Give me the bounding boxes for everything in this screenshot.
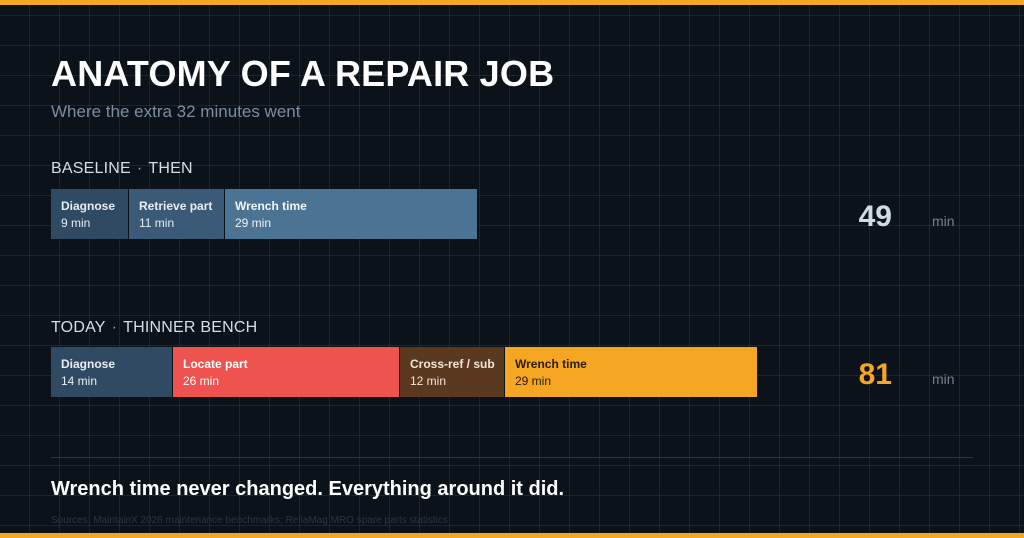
page-title: ANATOMY OF A REPAIR JOB (51, 53, 555, 94)
baseline-total: 49 (858, 200, 892, 233)
segment-label: Wrench time (235, 199, 307, 213)
segment-value: 9 min (61, 216, 91, 230)
separator-dot: · (136, 160, 143, 177)
baseline-total-unit: min (932, 213, 955, 229)
segment-label: Cross-ref / sub (410, 357, 495, 371)
page-subtitle: Where the extra 32 minutes went (51, 102, 301, 121)
segment-value: 29 min (515, 374, 552, 388)
segment-value: 14 min (61, 374, 98, 388)
segment-label: Diagnose (61, 199, 116, 213)
today-segment-locate-part: Locate part 26 min (173, 347, 400, 397)
segment-label: Diagnose (61, 357, 116, 371)
separator-dot: · (111, 319, 118, 336)
divider-line (51, 457, 973, 458)
today-total: 81 (858, 358, 892, 391)
today-label-right: THINNER BENCH (123, 319, 258, 336)
today-bar: Diagnose 14 min Locate part 26 min Cross-ref… (51, 347, 758, 397)
baseline-label-left: BASELINE (51, 160, 131, 177)
baseline-label-right: THEN (148, 160, 193, 177)
today-row-label: TODAY · THINNER BENCH (51, 319, 257, 337)
segment-label: Retrieve part (139, 199, 213, 213)
today-segment-diagnose: Diagnose 14 min (51, 347, 173, 397)
today-segment-wrench-time: Wrench time 29 min (505, 347, 758, 397)
segment-value: 12 min (410, 374, 447, 388)
segment-label: Wrench time (515, 357, 587, 371)
baseline-segment-wrench-time: Wrench time 29 min (225, 189, 478, 239)
segment-label: Locate part (183, 357, 248, 371)
baseline-bar: Diagnose 9 min Retrieve part 11 min Wrench t… (51, 189, 478, 239)
segment-value: 11 min (139, 216, 175, 230)
baseline-row-label: BASELINE · THEN (51, 160, 193, 178)
sources-note: Sources: MaintainX 2026 maintenance benc… (51, 515, 448, 526)
segment-value: 26 min (183, 374, 220, 388)
today-segment-cross-ref-sub: Cross-ref / sub 12 min (400, 347, 505, 397)
today-total-unit: min (932, 371, 955, 387)
baseline-segment-retrieve-part: Retrieve part 11 min (129, 189, 225, 239)
segment-value: 29 min (235, 216, 272, 230)
today-label-left: TODAY (51, 319, 106, 336)
baseline-segment-diagnose: Diagnose 9 min (51, 189, 129, 239)
takeaway-text: Wrench time never changed. Everything ar… (51, 478, 565, 500)
